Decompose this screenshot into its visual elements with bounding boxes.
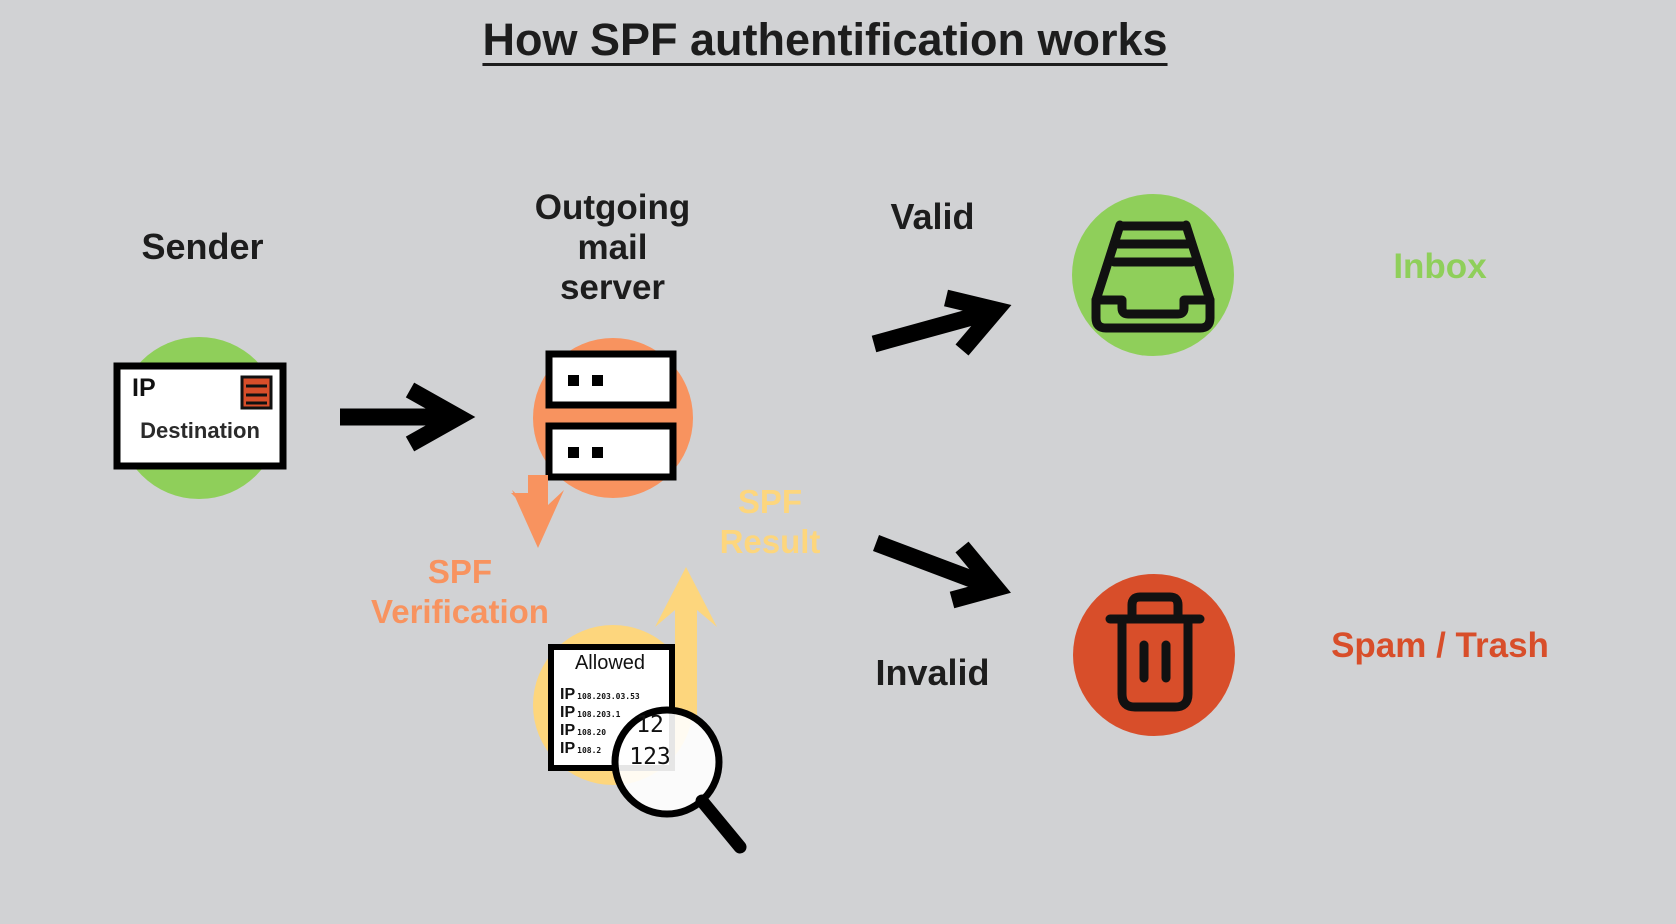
outgoing-server-label: Outgoing mail server bbox=[534, 188, 691, 307]
magnifier-icon bbox=[611, 706, 747, 854]
arrow-icon bbox=[871, 289, 1012, 356]
arrow-icon bbox=[340, 382, 476, 452]
inbox-label: Inbox bbox=[1393, 247, 1487, 286]
envelope-ip-label: IP bbox=[132, 374, 156, 402]
allowed-heading: Allowed bbox=[574, 652, 646, 674]
envelope-destination-label: Destination bbox=[140, 418, 260, 443]
spf-verification-label: SPF Verification bbox=[371, 553, 549, 630]
trash-icon bbox=[1105, 592, 1205, 712]
envelope-icon bbox=[113, 362, 287, 470]
sender-label: Sender bbox=[141, 226, 264, 267]
diagram-title: How SPF authentification works bbox=[482, 14, 1168, 65]
server-icon bbox=[545, 350, 677, 481]
spf-verification-arrow bbox=[511, 475, 564, 548]
spf-result-label: SPF Result bbox=[719, 483, 821, 560]
magnified-number: 12 bbox=[636, 712, 664, 738]
arrow-icon bbox=[873, 535, 1011, 609]
spam-trash-label: Spam / Trash bbox=[1331, 626, 1549, 665]
invalid-label: Invalid bbox=[875, 652, 990, 693]
inbox-tray-icon bbox=[1091, 220, 1215, 333]
magnified-number: 123 bbox=[629, 744, 671, 770]
valid-label: Valid bbox=[890, 196, 975, 237]
